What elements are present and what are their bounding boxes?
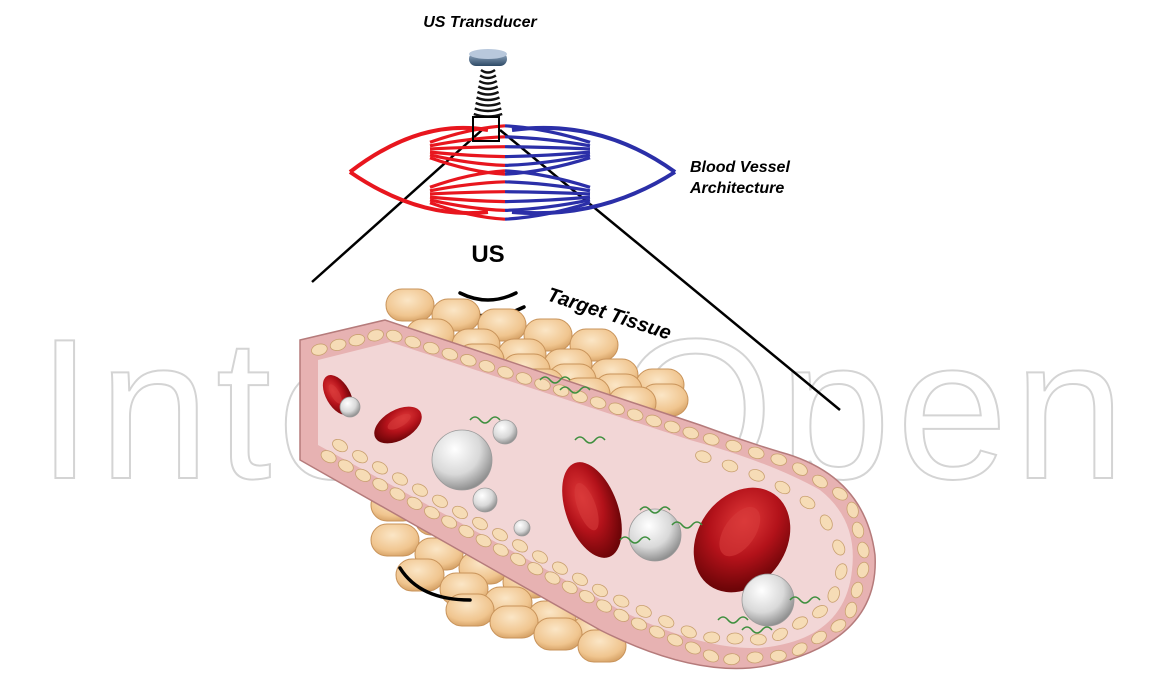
artery-branch: [430, 147, 505, 149]
tissue-cell: [371, 524, 419, 556]
vessel-label-line1: Blood Vessel: [690, 159, 790, 176]
microbubble: [493, 420, 517, 444]
microbubble: [340, 397, 360, 417]
tissue-cell: [386, 289, 434, 321]
wave-stroke: [481, 70, 495, 73]
wave-stroke: [476, 103, 501, 106]
microbubble: [629, 509, 681, 561]
ultrasound-wave-icon: [474, 70, 502, 117]
wall-cell: [703, 632, 719, 644]
microbubble: [432, 430, 492, 490]
wall-cell: [727, 633, 743, 645]
wave-stroke: [477, 98, 500, 101]
transducer-label: US Transducer: [423, 14, 537, 31]
vein-branch: [505, 192, 590, 194]
vessel-label-line2: Architecture: [689, 180, 784, 197]
wave-stroke: [478, 87, 497, 90]
wave-stroke: [477, 92, 498, 95]
wall-cell: [750, 634, 766, 646]
microbubble: [742, 574, 794, 626]
us-label: US: [471, 241, 504, 268]
wave-stroke: [479, 81, 497, 84]
microbubble: [473, 488, 497, 512]
microbubble: [514, 520, 530, 536]
tissue-cell: [490, 606, 538, 638]
transducer-icon: [469, 49, 507, 66]
wave-stroke: [475, 109, 502, 112]
wave-stroke: [480, 76, 496, 79]
vein-branch: [505, 147, 590, 149]
tissue-cell: [534, 618, 582, 650]
artery-branch: [430, 192, 505, 194]
